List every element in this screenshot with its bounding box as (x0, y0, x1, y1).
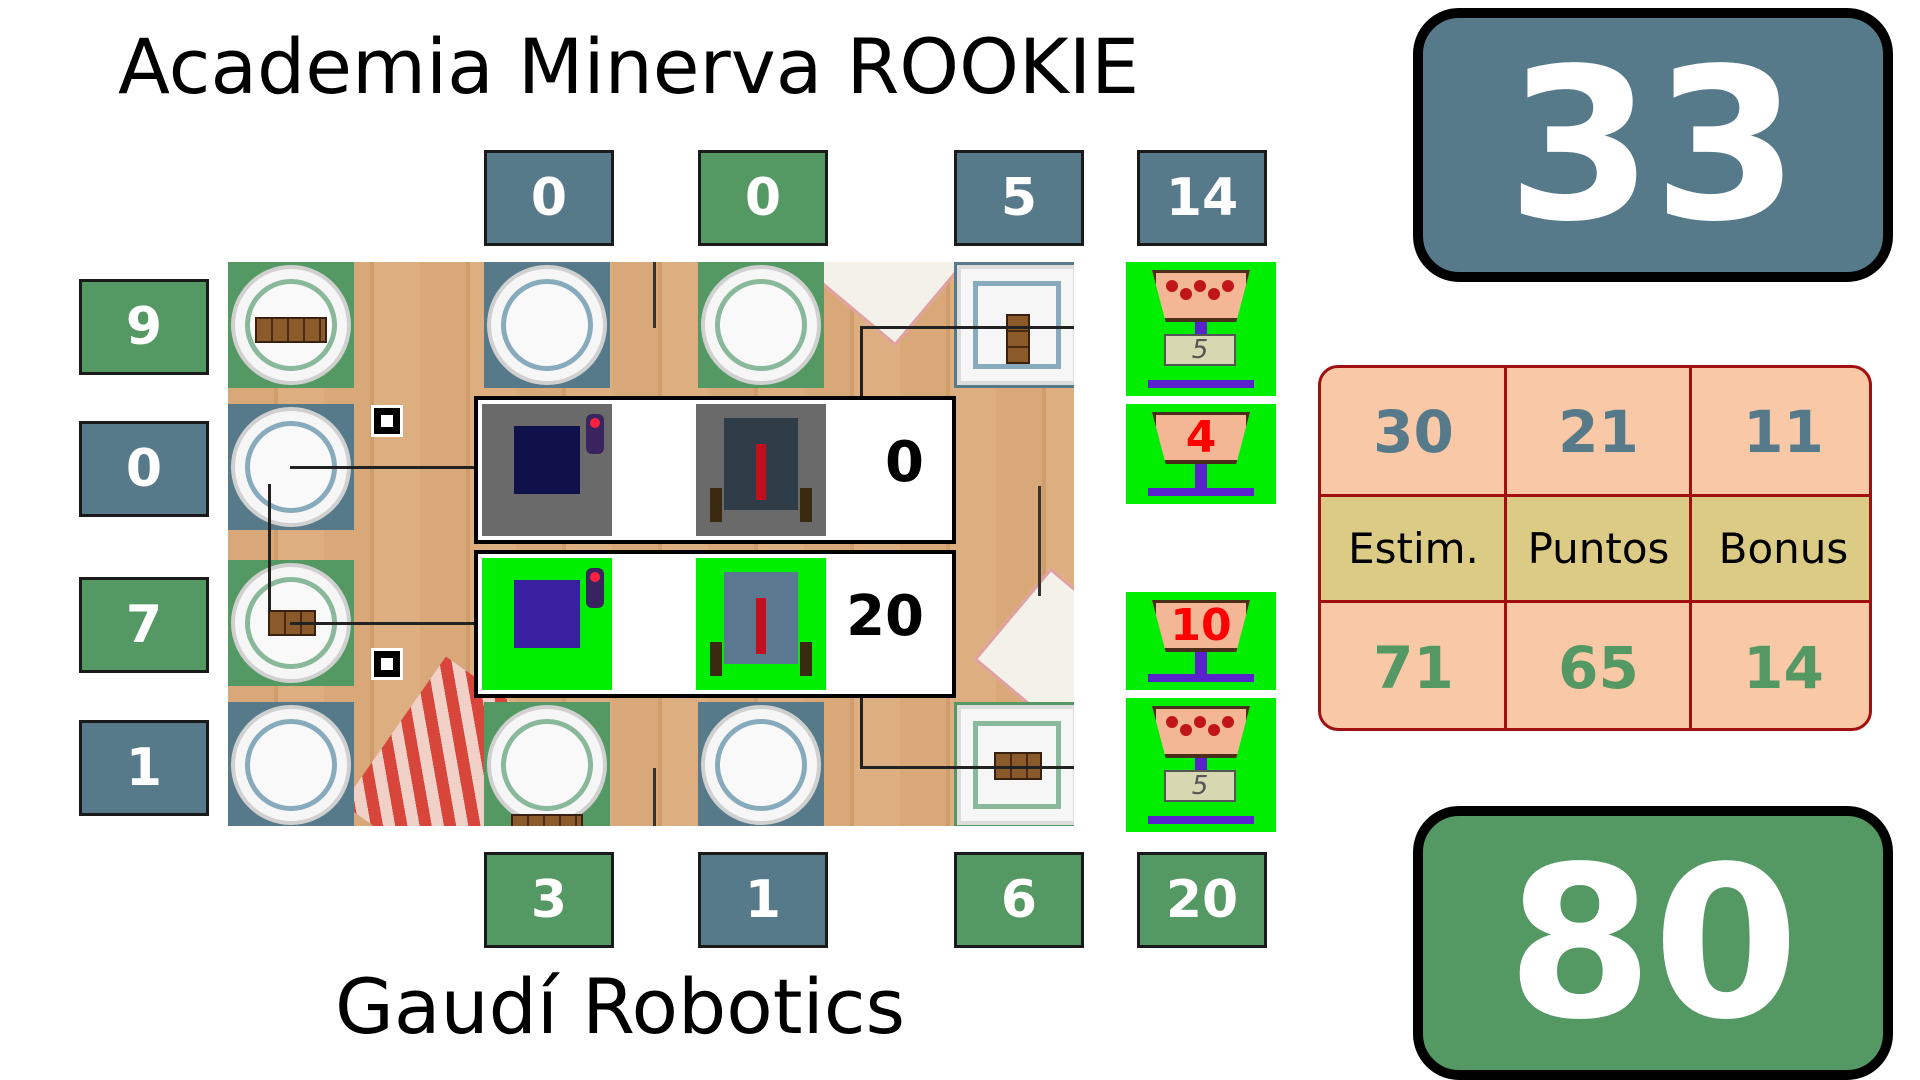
column-score-top-3: 5 (954, 150, 1084, 246)
row-score-left-4: 1 (79, 720, 209, 816)
scale-display: 5 (1164, 334, 1236, 366)
column-score-bottom-4: 20 (1137, 852, 1267, 948)
signal-light-icon (586, 414, 604, 454)
robot-status-panel-1: 0 (474, 396, 956, 544)
plate (231, 265, 351, 385)
column-score-top-4: 14 (1137, 150, 1267, 246)
plate (231, 705, 351, 825)
stat-top-estim: 30 (1373, 397, 1454, 466)
column-score-bottom-3: 6 (954, 852, 1084, 948)
table-divider (1321, 494, 1869, 497)
connector-line (860, 326, 1074, 329)
basket-count: 10 (1170, 600, 1232, 651)
board-cell (228, 262, 354, 388)
scale-base (1148, 816, 1254, 824)
basket-bin: 10 (1152, 600, 1250, 652)
robot-score: 0 (885, 430, 924, 495)
signal-light-icon (586, 568, 604, 608)
cake-stack (1006, 314, 1030, 364)
robot-score: 20 (846, 584, 924, 649)
robot-top-view (482, 404, 612, 536)
connector-line (860, 766, 1074, 769)
cake-stack (511, 814, 583, 826)
robot-top-view (482, 558, 612, 690)
stat-header-puntos: Puntos (1506, 495, 1691, 601)
stat-top-bonus: 11 (1743, 397, 1824, 466)
column-score-bottom-1: 3 (484, 852, 614, 948)
board-cell (954, 702, 1074, 826)
board-cell (484, 702, 610, 826)
connector-line (860, 326, 863, 396)
tie-icon (756, 444, 766, 500)
column-score-bottom-2: 1 (698, 852, 828, 948)
plate (701, 705, 821, 825)
team-top-total-score: 33 (1413, 8, 1893, 282)
cherries-icon (1166, 276, 1236, 306)
table-cloth (803, 262, 973, 347)
divider-line (653, 262, 656, 328)
row-score-left-3: 7 (79, 577, 209, 673)
board-cell (228, 702, 354, 826)
stat-bottom-estim: 71 (1373, 633, 1454, 702)
connector-line (290, 622, 474, 625)
table-divider (1504, 368, 1507, 728)
scale-display: 5 (1164, 770, 1236, 802)
basket-bin: 4 (1152, 412, 1250, 464)
stats-table: 30 21 11 Estim. Puntos Bonus 71 65 14 (1318, 365, 1872, 731)
table-divider (1689, 368, 1692, 728)
cherry-basket-4: 5 (1126, 698, 1276, 832)
stat-top-puntos: 21 (1558, 397, 1639, 466)
cherries-icon (1166, 712, 1236, 742)
robot-status-panel-2: 20 (474, 550, 956, 698)
cherry-basket-2: 4 (1126, 404, 1276, 504)
divider-line (1038, 486, 1041, 596)
cake-stack (255, 317, 327, 343)
cherry-basket-3: 10 (1126, 592, 1276, 690)
board-cell (698, 702, 824, 826)
connector-line (860, 696, 863, 768)
plate (487, 265, 607, 385)
column-score-top-2: 0 (698, 150, 828, 246)
scale-base (1148, 488, 1254, 496)
team-bottom-name: Gaudí Robotics (335, 962, 906, 1051)
stat-header-bonus: Bonus (1691, 495, 1869, 601)
row-score-left-2: 0 (79, 421, 209, 517)
game-board (228, 262, 1074, 826)
connector-line (290, 466, 474, 469)
column-score-top-1: 0 (484, 150, 614, 246)
stat-header-estim: Estim. (1321, 495, 1506, 601)
board-cell (954, 262, 1074, 388)
robot-front-view (696, 558, 826, 690)
divider-line (653, 768, 656, 826)
cherry-basket-1: 5 (1126, 262, 1276, 396)
plate (701, 265, 821, 385)
table-divider (1321, 600, 1869, 603)
aruco-marker (371, 648, 403, 680)
robot-front-view (696, 404, 826, 536)
tie-icon (756, 598, 766, 654)
scale-base (1148, 674, 1254, 682)
connector-line (268, 484, 271, 612)
aruco-marker (371, 405, 403, 437)
row-score-left-1: 9 (79, 279, 209, 375)
team-top-name: Academia Minerva ROOKIE (118, 22, 1140, 111)
basket-count: 4 (1185, 412, 1217, 463)
board-cell (484, 262, 610, 388)
plate (487, 705, 607, 825)
team-bottom-total-score: 80 (1413, 806, 1893, 1080)
scale-base (1148, 380, 1254, 388)
stat-bottom-bonus: 14 (1743, 633, 1824, 702)
board-cell (698, 262, 824, 388)
stat-bottom-puntos: 65 (1558, 633, 1639, 702)
